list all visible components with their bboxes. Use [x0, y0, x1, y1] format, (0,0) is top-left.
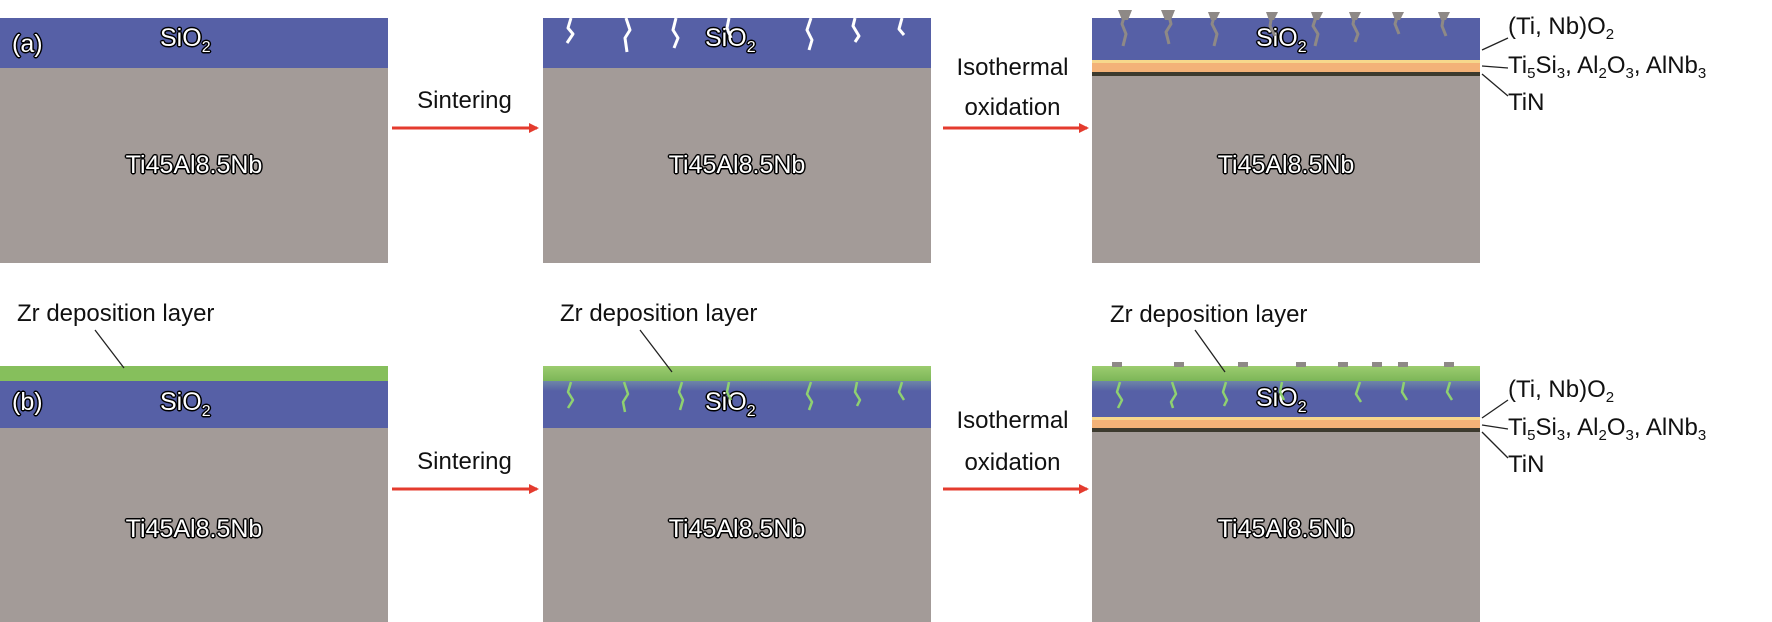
substrate-layer [543, 68, 931, 263]
step-oxidation-line2: oxidation [964, 449, 1061, 476]
cracks-a2 [565, 17, 906, 53]
substrate-label: Ti45Al8.5Nb [1217, 515, 1355, 543]
sio2-layer [1092, 18, 1480, 60]
sio2-label: SiO2 [1256, 384, 1307, 416]
silicide-band [1092, 420, 1480, 428]
sio2-label: SiO2 [160, 24, 211, 56]
panel-a3: SiO2 Ti45Al8.5Nb [1092, 18, 1480, 263]
substrate-label: Ti45Al8.5Nb [125, 151, 263, 179]
anno-oxide: (Ti, Nb)O2 [1508, 13, 1615, 43]
substrate-layer [1092, 76, 1480, 263]
substrate-label: Ti45Al8.5Nb [125, 515, 263, 543]
zr-layer [543, 366, 931, 381]
zr-leader-lines [94, 329, 1226, 373]
zr-label-3: Zr deposition layer [1110, 301, 1308, 328]
zr-layer [0, 366, 388, 381]
panel-b2: SiO2 Ti45Al8.5Nb [543, 366, 931, 622]
cracks-b3 [1115, 381, 1454, 409]
oxide-tips-b3 [1112, 362, 1454, 367]
substrate-layer [543, 428, 931, 622]
panel-tag-a: (a) [12, 30, 43, 58]
step-oxidation-line2: oxidation [964, 94, 1061, 121]
sio2-label: SiO2 [705, 388, 756, 420]
oxide-band [1092, 60, 1480, 63]
sio2-layer [543, 18, 931, 68]
zr-label-2: Zr deposition layer [560, 300, 758, 327]
panel-b1: (b) SiO2 Ti45Al8.5Nb [0, 366, 388, 622]
substrate-label: Ti45Al8.5Nb [668, 515, 806, 543]
panel-a2: SiO2 Ti45Al8.5Nb [543, 18, 931, 263]
silicide-band [1092, 63, 1480, 72]
tin-band [1092, 428, 1480, 432]
step-sintering-label: Sintering [417, 448, 512, 475]
panel-a1: (a) SiO2 Ti45Al8.5Nb [0, 18, 388, 263]
anno-tin: TiN [1508, 89, 1545, 116]
sio2-layer [0, 381, 388, 428]
sio2-label: SiO2 [160, 388, 211, 420]
anno-silicide: Ti5Si3, Al2O3, AlNb3 [1508, 414, 1707, 444]
panel-b3: SiO2 Ti45Al8.5Nb [1092, 366, 1480, 622]
oxide-tips-a3 [1118, 10, 1450, 20]
cracks-b2 [566, 381, 906, 413]
substrate-label: Ti45Al8.5Nb [668, 151, 806, 179]
substrate-label: Ti45Al8.5Nb [1217, 151, 1355, 179]
anno-tin: TiN [1508, 451, 1545, 478]
zr-layer [1092, 366, 1480, 381]
panel-tag-b: (b) [12, 388, 43, 416]
substrate-layer [1092, 432, 1480, 622]
substrate-layer [0, 428, 388, 622]
step-oxidation-line1: Isothermal [956, 54, 1069, 81]
step-oxidation-line1: Isothermal [956, 407, 1069, 434]
sio2-layer [1092, 381, 1480, 417]
anno-silicide: Ti5Si3, Al2O3, AlNb3 [1508, 52, 1707, 82]
sio2-layer [0, 18, 388, 68]
step-oxidation-label: Isothermal oxidation [940, 48, 1085, 128]
leader-lines-b [1481, 399, 1509, 459]
tin-band [1092, 72, 1480, 76]
sio2-label: SiO2 [1256, 24, 1307, 56]
anno-oxide: (Ti, Nb)O2 [1508, 376, 1615, 406]
zr-label-1: Zr deposition layer [17, 300, 215, 327]
step-sintering-label: Sintering [417, 87, 512, 114]
oxide-band [1092, 417, 1480, 420]
sio2-layer [543, 381, 931, 428]
leader-lines-a [1481, 37, 1509, 97]
step-oxidation-label: Isothermal oxidation [940, 400, 1085, 484]
substrate-layer [0, 68, 388, 263]
